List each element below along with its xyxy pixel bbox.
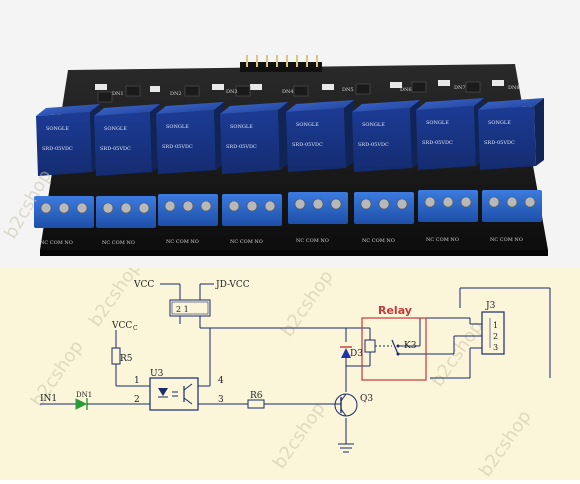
svg-text:b2cshop: b2cshop <box>269 399 330 473</box>
svg-text:SONGLE: SONGLE <box>230 124 253 130</box>
svg-text:SRD-05VDC: SRD-05VDC <box>358 142 389 148</box>
label-vcc-c: VCC <box>111 321 132 331</box>
led-indicator <box>75 398 94 410</box>
label-pin1: 1 <box>134 376 140 386</box>
svg-text:b2cshop: b2cshop <box>27 337 88 411</box>
svg-text:SRD-05VDC: SRD-05VDC <box>292 142 323 148</box>
transistor-q3 <box>334 393 358 417</box>
relay-module-drawing: DN1 DN2 DN3 DN4 DN5 DN6 DN7 DN8 SONGLE SRD-05V… <box>0 55 548 256</box>
label-pin2: 2 <box>134 395 140 405</box>
svg-text:SONGLE: SONGLE <box>296 122 319 128</box>
label-j3-pin3: 3 <box>493 343 498 352</box>
label-pin4: 4 <box>218 376 224 386</box>
label-j3-pin1: 1 <box>493 321 498 330</box>
svg-text:DN4: DN4 <box>282 89 294 95</box>
resistor-r6 <box>247 399 265 409</box>
label-vcc: VCC <box>133 280 154 290</box>
label-d3: D3 <box>350 349 363 359</box>
svg-text:NC COM NO: NC COM NO <box>102 240 135 246</box>
svg-text:SONGLE: SONGLE <box>488 120 511 126</box>
relay-6: SONGLE SRD-05VDC <box>352 100 420 172</box>
terminal-block-7 <box>418 190 478 222</box>
terminal-block-6 <box>354 192 414 224</box>
label-j3: J3 <box>485 301 496 311</box>
terminal-block-4 <box>222 194 282 226</box>
jumper-block <box>169 299 211 317</box>
label-r6: R6 <box>250 391 263 401</box>
connector-j3 <box>481 311 505 355</box>
terminal-block-2 <box>96 196 156 228</box>
relay-3: SONGLE SRD-05VDC <box>156 102 224 174</box>
relay-schematic: b2cshop b2cshop b2cshop b2cshop b2cshop … <box>0 257 580 481</box>
screw-terminals <box>34 190 542 228</box>
pin-header <box>240 55 322 72</box>
diode-d3 <box>340 346 352 358</box>
svg-text:NC COM NO: NC COM NO <box>40 240 73 246</box>
svg-text:DN1: DN1 <box>112 91 124 97</box>
relay-module-photo: DN1 DN2 DN3 DN4 DN5 DN6 DN7 DN8 SONGLE SRD-05V… <box>0 0 580 268</box>
svg-text:SONGLE: SONGLE <box>166 124 189 130</box>
label-pin3: 3 <box>218 395 224 405</box>
svg-text:SRD-05VDC: SRD-05VDC <box>484 140 515 146</box>
svg-text:SRD-05VDC: SRD-05VDC <box>162 144 193 150</box>
schematic-labels: VCC JD-VCC 2 1 VCC C R5 U3 1 2 3 4 IN1 D… <box>40 280 498 405</box>
relay-1: SONGLE SRD-05VDC <box>36 104 100 176</box>
label-led: DN1 <box>76 391 92 399</box>
svg-text:SRD-05VDC: SRD-05VDC <box>422 140 453 146</box>
relay-2: SONGLE SRD-05VDC <box>94 104 160 176</box>
label-relay-title: Relay <box>378 304 412 317</box>
svg-text:NC COM NO: NC COM NO <box>296 238 329 244</box>
resistor-r5 <box>111 347 121 365</box>
label-u3: U3 <box>150 369 164 379</box>
svg-text:DN5: DN5 <box>342 87 354 93</box>
relay-row: SONGLE SRD-05VDC SONGLE SRD-05VDC SONGLE SR… <box>36 98 544 176</box>
svg-text:DN2: DN2 <box>170 91 182 97</box>
svg-text:SRD-05VDC: SRD-05VDC <box>100 146 131 152</box>
silkscreen-text: DN1 DN2 DN3 DN4 DN5 DN6 DN7 DN8 <box>112 85 520 97</box>
label-jd-vcc: JD-VCC <box>215 280 250 290</box>
label-k3: K3 <box>404 341 417 351</box>
schematic-drawing: b2cshop b2cshop b2cshop b2cshop b2cshop … <box>27 257 551 481</box>
terminal-block-5 <box>288 192 348 224</box>
svg-text:NC COM NO: NC COM NO <box>230 239 263 245</box>
svg-text:DN6: DN6 <box>400 87 412 93</box>
smd-components <box>95 80 504 92</box>
svg-text:DN7: DN7 <box>454 85 466 91</box>
relay-4: SONGLE SRD-05VDC <box>220 102 288 174</box>
svg-text:SONGLE: SONGLE <box>104 126 127 132</box>
schematic-wires <box>40 283 551 453</box>
label-r5: R5 <box>120 354 133 364</box>
svg-text:SONGLE: SONGLE <box>46 126 69 132</box>
svg-text:NC COM NO: NC COM NO <box>166 239 199 245</box>
terminal-block-8 <box>482 190 542 222</box>
svg-text:SONGLE: SONGLE <box>362 122 385 128</box>
relay-8: SONGLE SRD-05VDC <box>478 98 544 170</box>
optocouplers <box>97 81 481 103</box>
label-jumper-pins: 2 1 <box>176 305 189 314</box>
label-j3-pin2: 2 <box>493 332 498 341</box>
svg-text:b2cshop: b2cshop <box>475 407 536 480</box>
svg-text:b2cshop: b2cshop <box>277 268 338 341</box>
svg-text:SONGLE: SONGLE <box>426 120 449 126</box>
label-q3: Q3 <box>360 394 373 404</box>
relay-7: SONGLE SRD-05VDC <box>416 98 484 170</box>
relay-coil-k3 <box>364 339 400 356</box>
svg-text:SRD-05VDC: SRD-05VDC <box>42 146 73 152</box>
schematic-watermarks: b2cshop b2cshop b2cshop b2cshop b2cshop … <box>27 257 536 481</box>
relay-box <box>361 317 427 381</box>
svg-text:SRD-05VDC: SRD-05VDC <box>226 144 257 150</box>
label-vcc-c-sub: C <box>133 325 138 332</box>
optocoupler-u3 <box>149 377 199 411</box>
terminal-block-1 <box>34 196 94 228</box>
terminal-block-3 <box>158 194 218 226</box>
svg-text:NC COM NO: NC COM NO <box>362 238 395 244</box>
svg-text:NC COM NO: NC COM NO <box>426 237 459 243</box>
relay-5: SONGLE SRD-05VDC <box>286 100 354 172</box>
terminal-labels: NC COM NO NC COM NO NC COM NO NC COM NO NC… <box>40 237 523 246</box>
svg-text:NC COM NO: NC COM NO <box>490 237 523 243</box>
label-in1: IN1 <box>40 394 57 404</box>
svg-text:DN8: DN8 <box>508 85 520 91</box>
svg-text:DN3: DN3 <box>226 89 238 95</box>
